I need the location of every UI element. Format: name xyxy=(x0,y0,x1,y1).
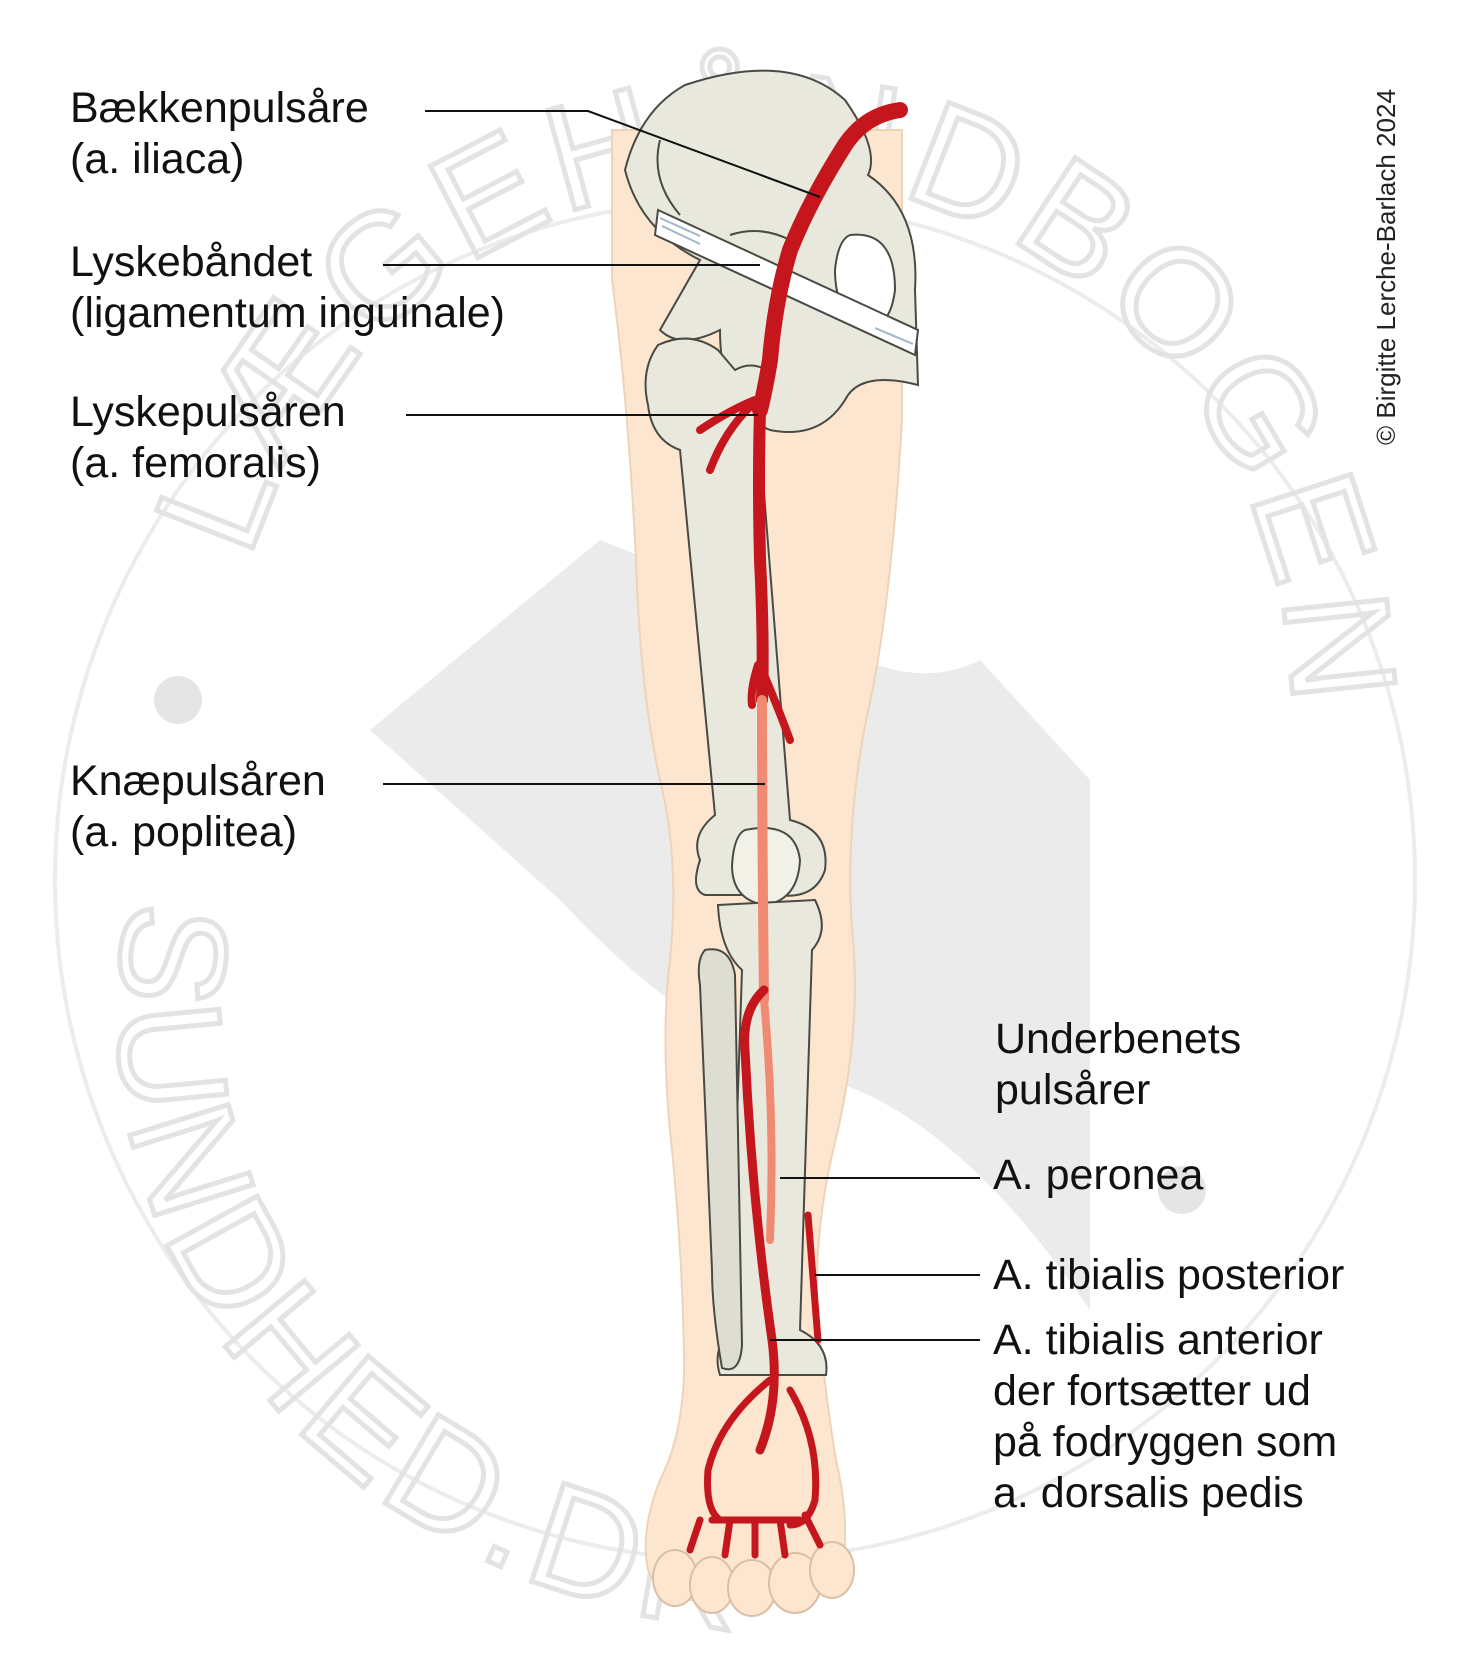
artery-poplitea xyxy=(757,695,769,1005)
label-femoralis: Lyskepulsåren(a. femoralis) xyxy=(70,388,346,487)
leader-iliaca xyxy=(425,110,821,198)
label-inguinale: Lyskebåndet(ligamentum inguinale) xyxy=(70,238,505,337)
arteries xyxy=(686,102,908,1559)
watermark-dot-right xyxy=(1158,1166,1206,1214)
pelvis-detail xyxy=(656,139,791,241)
artery-femoralis-branches xyxy=(696,396,794,744)
artery-femoralis xyxy=(753,404,769,706)
femur-bone xyxy=(644,337,827,897)
leader-lines xyxy=(383,110,980,1341)
ligament-fibres xyxy=(659,217,914,345)
label-peronea: A. peronea xyxy=(993,1151,1204,1199)
label-poplitea: Knæpulsåren(a. poplitea) xyxy=(70,757,326,856)
label-iliaca: Bækkenpulsåre(a. iliaca) xyxy=(70,84,369,183)
artery-peronea xyxy=(760,996,776,1244)
artery-dorsalis-pedis xyxy=(686,1376,824,1559)
artery-iliaca xyxy=(752,102,908,418)
artery-tibialis-posterior xyxy=(804,1211,822,1344)
copyright-text: © Birgitte Lerche-Barlach 2024 xyxy=(1371,89,1401,445)
artery-tibialis-anterior xyxy=(740,985,779,1455)
toes xyxy=(652,1541,855,1617)
watermark-dot-left xyxy=(154,676,202,724)
label-tib-post: A. tibialis posterior xyxy=(993,1251,1345,1299)
fibula-bone xyxy=(697,948,744,1371)
